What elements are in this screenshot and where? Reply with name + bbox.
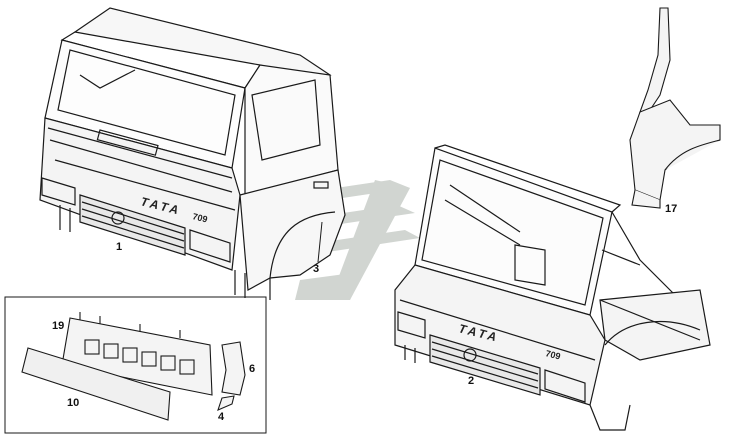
- callout-3: 3: [313, 263, 319, 275]
- model-badge-front: 709: [192, 211, 209, 224]
- callout-6: 6: [249, 363, 255, 375]
- cab-skeleton-part: [394, 144, 711, 431]
- bumper-strip-part: [21, 347, 171, 421]
- callout-1: 1: [116, 241, 122, 253]
- callout-19: 19: [52, 320, 64, 332]
- pillar-bracket-part: [629, 7, 721, 209]
- parts-inset-box: [4, 296, 267, 434]
- callout-10: 10: [67, 397, 79, 409]
- trim-strip-part: [217, 395, 235, 411]
- front-grille-part: [61, 312, 213, 396]
- callout-4: 4: [218, 411, 225, 423]
- cab-assembly: [39, 7, 346, 300]
- callout-2: 2: [468, 375, 474, 387]
- model-badge-frame: 709: [545, 348, 562, 361]
- callout-17: 17: [665, 203, 677, 215]
- corner-panel-part: [221, 341, 246, 396]
